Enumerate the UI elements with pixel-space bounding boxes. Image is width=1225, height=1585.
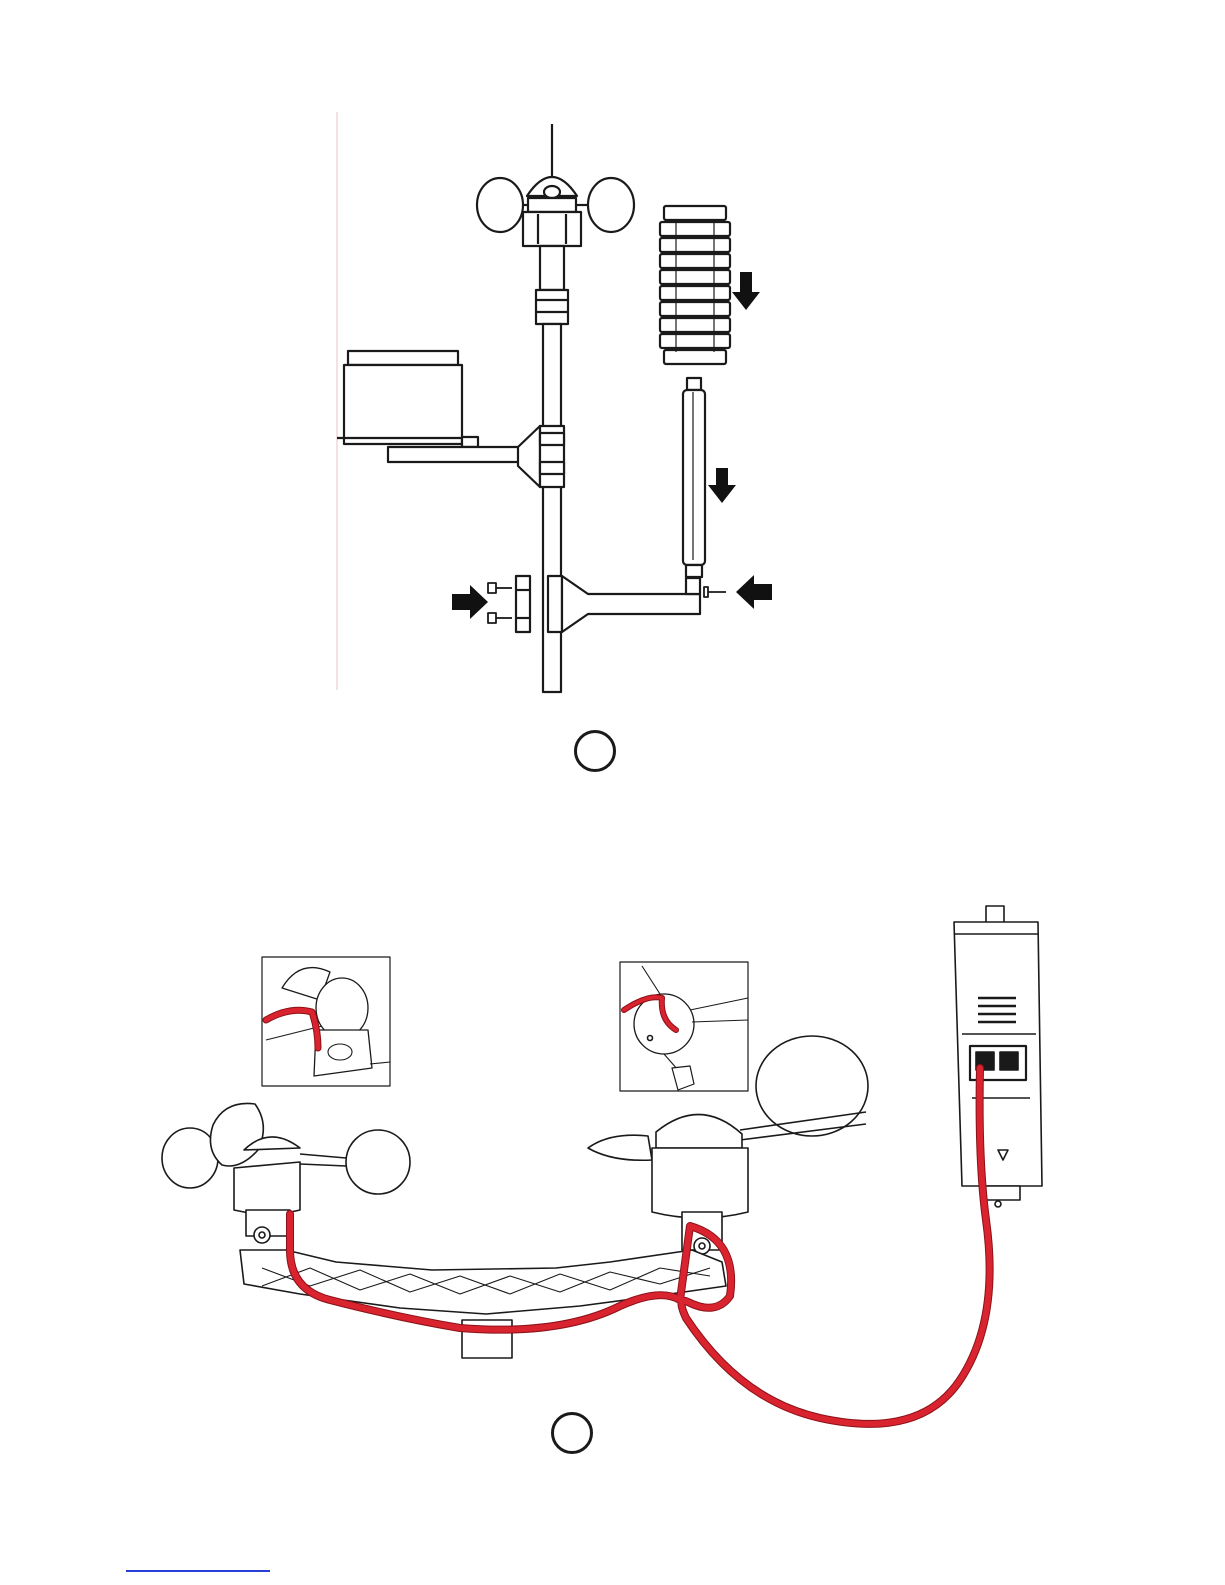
transmitter-unit — [954, 906, 1042, 1207]
inset-wind-speed — [262, 957, 390, 1086]
step-b-marker — [551, 1412, 593, 1454]
footer-link-underline[interactable] — [126, 1570, 270, 1572]
inset-wind-direction — [620, 962, 748, 1091]
